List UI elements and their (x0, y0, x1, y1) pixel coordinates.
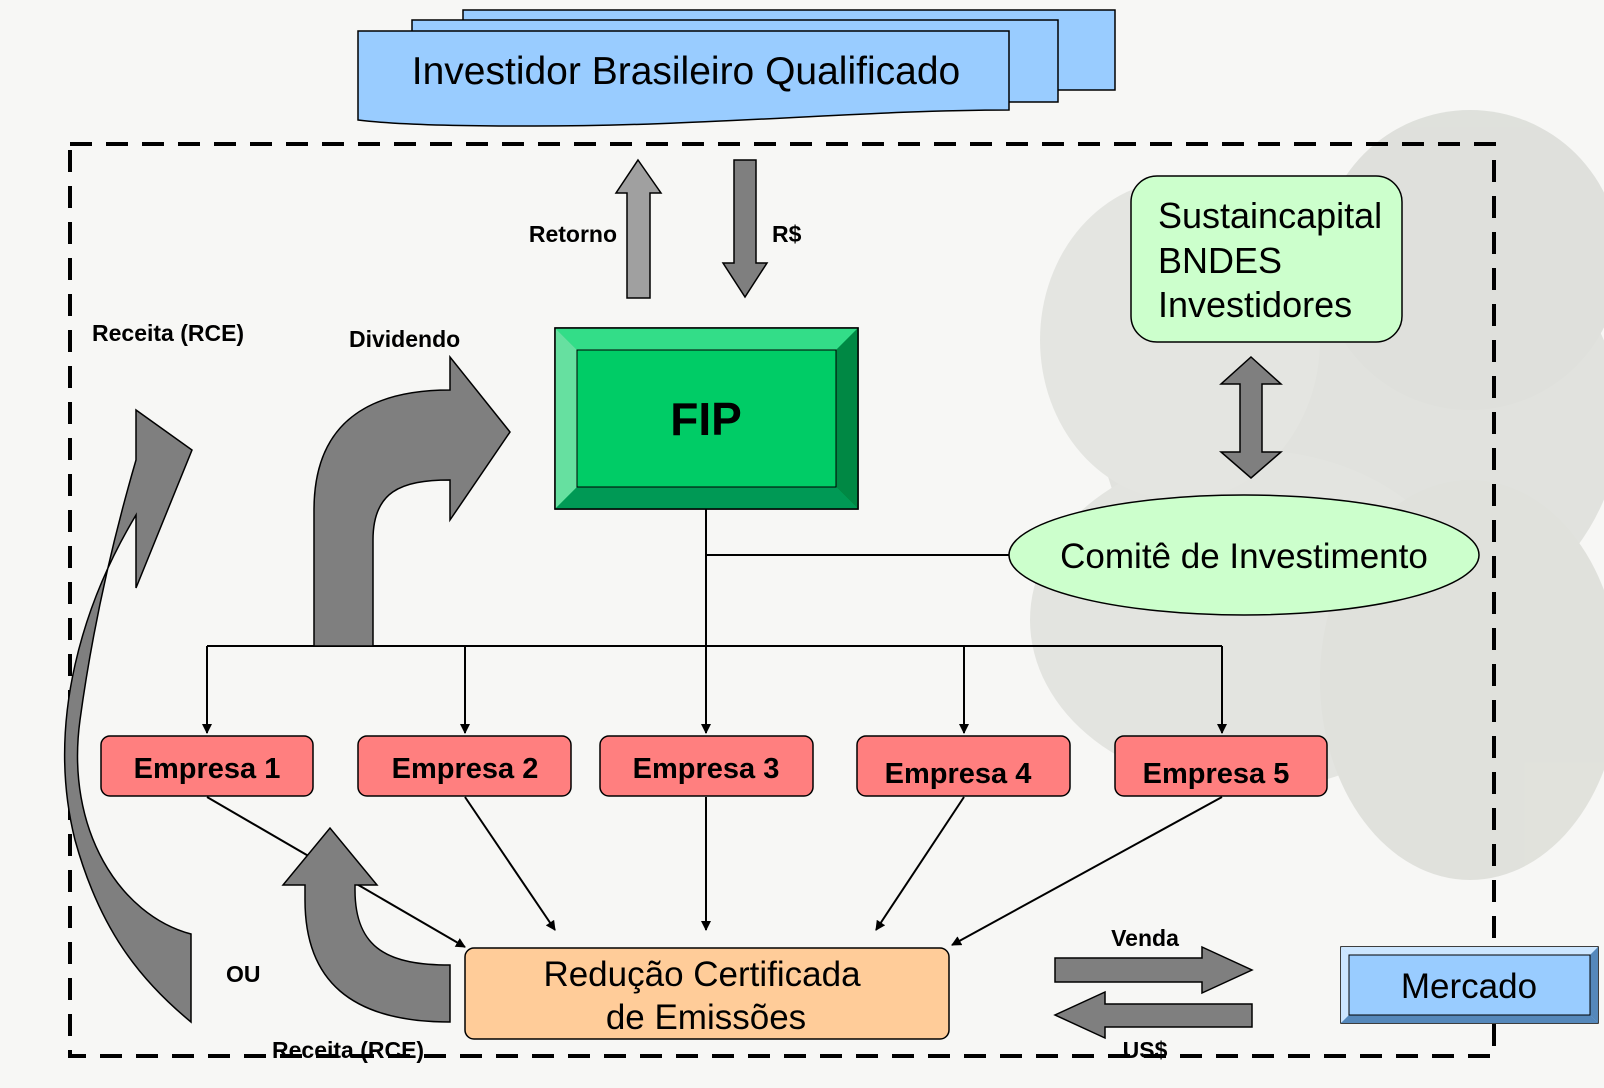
fip-box: FIP (554, 327, 859, 510)
retorno-label: Retorno (529, 221, 617, 247)
company-4: Empresa 4 (856, 735, 1071, 797)
company-4-label: Empresa 4 (885, 758, 1032, 790)
venda-right-arrow (1054, 945, 1254, 995)
committee-label: Comitê de Investimento (1060, 537, 1428, 576)
company-2: Empresa 2 (357, 735, 572, 797)
company-3-label: Empresa 3 (633, 753, 780, 785)
receita-rce-label-bottom: Receita (RCE) (272, 1037, 424, 1063)
rce-line-1: Redução Certificada (543, 955, 861, 994)
receita-rce-bottom-curved-arrow (281, 826, 451, 1023)
investor-document-stack: Investidor Brasileiro Qualificado (357, 9, 1116, 127)
fund-boundary (68, 142, 1496, 1058)
sponsors-box: Sustaincapital BNDES Investidores (1130, 175, 1403, 343)
investor-label: Investidor Brasileiro Qualificado (412, 50, 960, 93)
dividendo-bent-arrow (313, 354, 511, 647)
sponsor-line-2: BNDES (1158, 240, 1282, 281)
usd-label: US$ (1123, 1037, 1168, 1063)
company-1-label: Empresa 1 (134, 753, 281, 785)
company-boxes: Empresa 1 Empresa 2 Empresa 3 Empresa 4 … (100, 735, 1328, 797)
receita-rce-curved-arrow-left (64, 408, 193, 1024)
company-3: Empresa 3 (599, 735, 814, 797)
rs-label: R$ (772, 221, 802, 247)
company-5-label: Empresa 5 (1143, 758, 1290, 790)
fip-label: FIP (670, 393, 742, 445)
company-2-label: Empresa 2 (392, 753, 539, 785)
rce-box: Redução Certificada de Emissões (464, 947, 950, 1040)
market-box: Mercado (1340, 946, 1599, 1024)
usd-left-arrow (1053, 990, 1253, 1040)
sponsor-line-1: Sustaincapital (1158, 195, 1382, 236)
company-5: Empresa 5 (1114, 735, 1328, 797)
receita-rce-label-top: Receita (RCE) (92, 320, 244, 346)
sponsor-line-3: Investidores (1158, 284, 1352, 325)
sponsors-committee-double-arrow (1218, 355, 1284, 479)
company-1: Empresa 1 (100, 735, 314, 797)
retorno-up-arrow (614, 158, 663, 299)
fip-company-connectors (202, 509, 1227, 734)
rs-down-arrow (721, 159, 769, 299)
committee-ellipse: Comitê de Investimento (1008, 494, 1480, 616)
venda-label: Venda (1111, 925, 1179, 951)
dividendo-label: Dividendo (349, 326, 460, 352)
rce-line-2: de Emissões (606, 998, 806, 1037)
market-label: Mercado (1401, 967, 1537, 1006)
ou-label: OU (226, 961, 261, 987)
